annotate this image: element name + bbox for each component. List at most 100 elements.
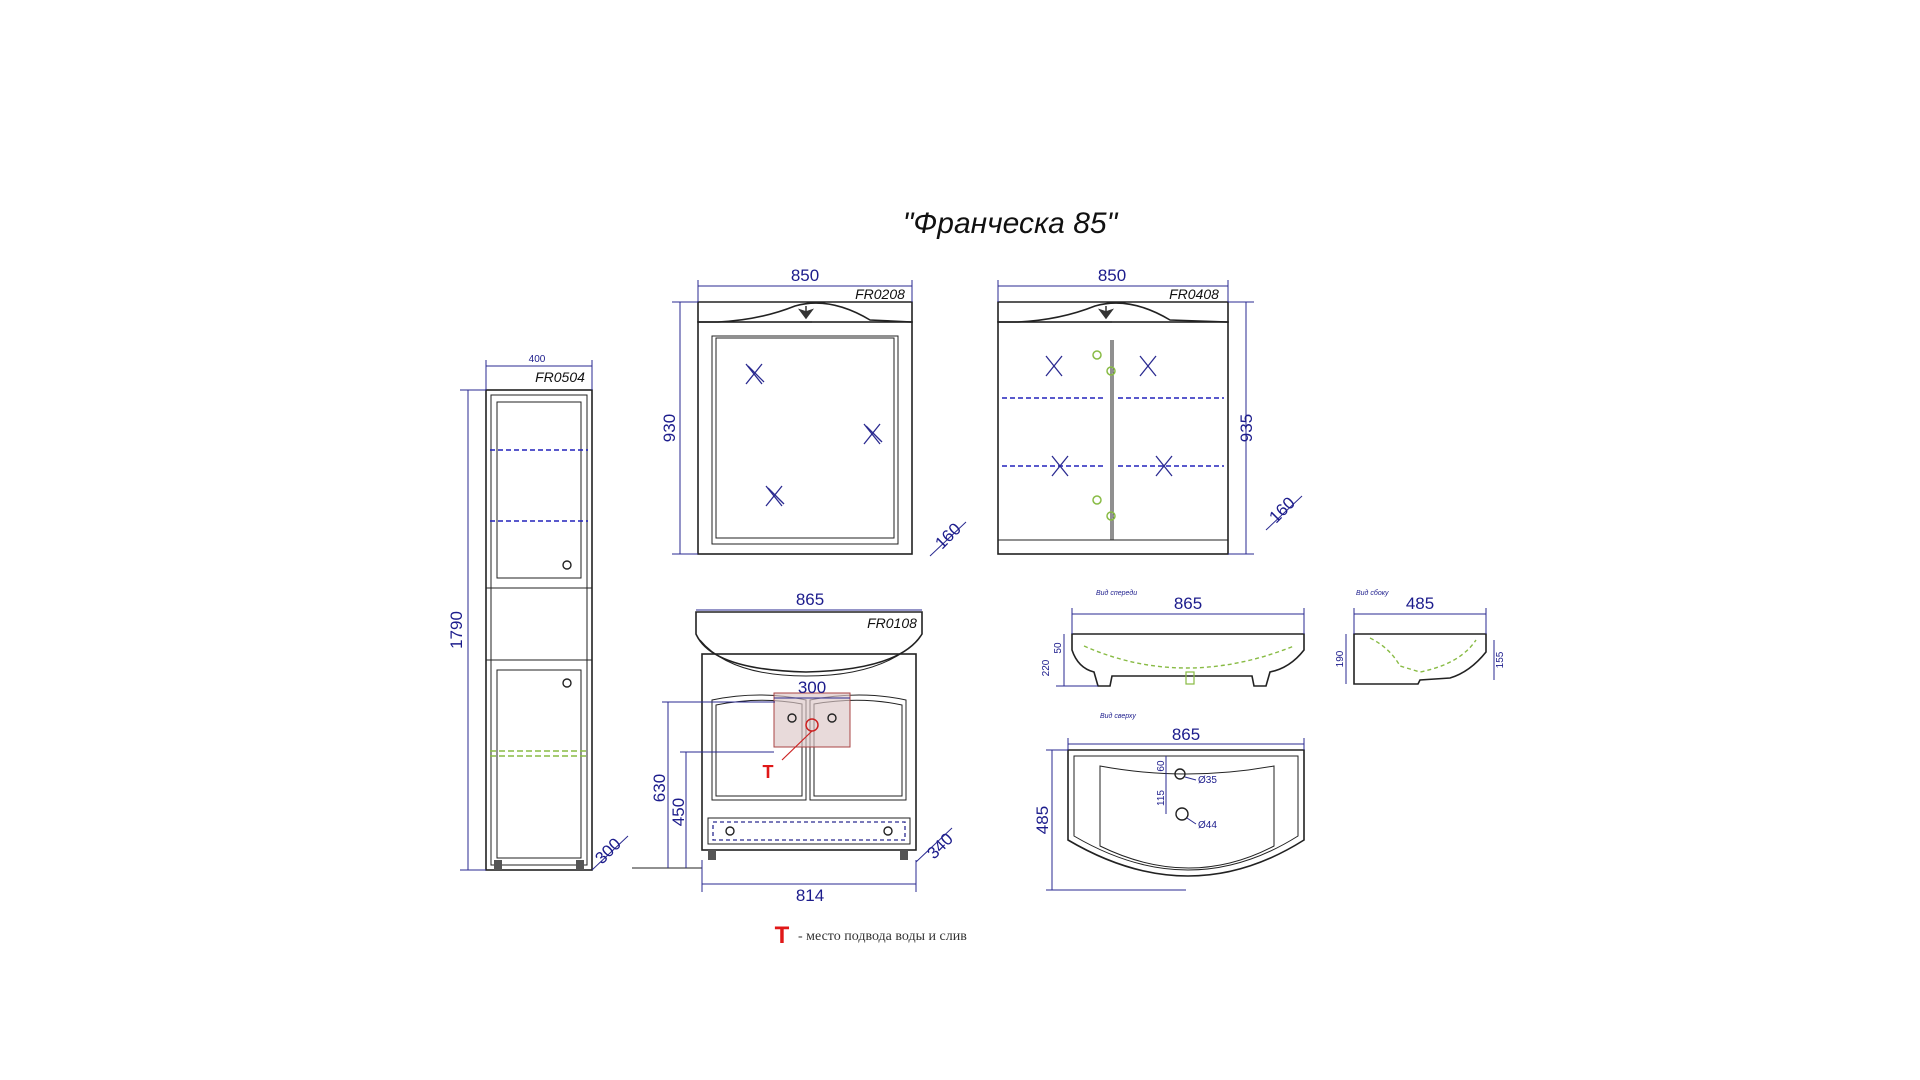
door-knob-icon: [787, 713, 797, 723]
door-knob-icon: [562, 560, 572, 570]
basin-top-depth: 485: [1033, 806, 1052, 834]
door-knob-icon: [827, 713, 837, 723]
supply-height: 450: [669, 798, 688, 826]
pencil-case-drawing: 400 FR0504 1790 300: [447, 354, 629, 871]
sparkle-icon: [745, 363, 765, 385]
pencil-case-inner-frame: [490, 394, 588, 866]
front-view-label: Вид спереди: [1096, 589, 1137, 597]
cabinet-crown: [997, 301, 1229, 323]
top-view-label: Вид сверху: [1100, 712, 1136, 720]
drain-hole-icon: [1175, 807, 1189, 821]
vanity-drawer: [707, 817, 911, 845]
vanity-height: 630: [650, 774, 669, 802]
drawing-title: "Франческа 85": [903, 207, 1119, 240]
cabinet-depth: 160: [1265, 493, 1298, 526]
mirror-width: 850: [791, 266, 819, 285]
leg-icon: [494, 860, 502, 870]
legend: T - место подвода воды и слив: [775, 922, 968, 949]
leader-line: [1184, 776, 1197, 781]
sparkle-icon: [1045, 355, 1063, 377]
pencil-case-body: [485, 389, 593, 871]
basin-side-dim-190: 190: [1335, 650, 1346, 667]
vanity-left-door-panel: [715, 699, 803, 797]
cabinet-body: [997, 321, 1229, 555]
door-knob-icon: [562, 678, 572, 688]
hinge-icon: [1106, 511, 1116, 521]
cabinet-code: FR0408: [1169, 286, 1219, 302]
supply-marker: T: [763, 762, 774, 782]
hinge-icon: [1106, 366, 1116, 376]
leg-icon: [576, 860, 584, 870]
cabinet-width: 850: [1098, 266, 1126, 285]
basin-top-width: 865: [1172, 725, 1200, 744]
door-knob-icon: [725, 826, 735, 836]
hinge-icon: [1092, 495, 1102, 505]
vanity-bottom-width: 814: [796, 886, 824, 905]
hinge-icon: [1092, 350, 1102, 360]
basin-side-dim-155: 155: [1495, 651, 1506, 668]
pencil-case-depth: 300: [591, 834, 624, 867]
basin-top-view: Вид сверху Ø35 Ø44 60 115 865 485: [1033, 712, 1305, 891]
dimension-line: [915, 827, 953, 863]
basin-top-dim-60: 60: [1156, 760, 1167, 772]
supply-zone-width: 300: [798, 678, 826, 697]
leg-icon: [708, 850, 716, 860]
cabinet-height: 935: [1237, 414, 1256, 442]
ornament-icon: [797, 306, 815, 323]
basin-bowl-hidden: [1083, 645, 1295, 669]
drawer-inner-outline: [712, 821, 906, 841]
basin-top-bowl: [1099, 765, 1275, 869]
sparkle-icon: [863, 423, 883, 445]
basin-front-shape: [1071, 633, 1305, 687]
ornament-icon: [1097, 306, 1115, 323]
sparkle-icon: [1155, 455, 1173, 477]
basin-front-dim-220: 220: [1041, 659, 1052, 676]
mirror-crown: [697, 301, 913, 323]
pencil-case-width: 400: [529, 354, 546, 365]
mirror-code: FR0208: [855, 286, 905, 302]
basin-front-width: 865: [1174, 594, 1202, 613]
mirror-drawing: 850 FR0208 930 160: [660, 266, 967, 557]
pencil-case-code: FR0504: [535, 369, 585, 385]
basin-front-view: Вид спереди 865 50 220: [1041, 589, 1305, 687]
door-knob-icon: [883, 826, 893, 836]
dimension-line: [591, 835, 629, 871]
water-supply-zone: [773, 692, 851, 748]
legend-text: - место подвода воды и слив: [798, 929, 967, 944]
mirror-frame: [697, 321, 913, 555]
basin-side-depth: 485: [1406, 594, 1434, 613]
sparkle-icon: [765, 485, 785, 507]
basin-side-view: Вид сбоку 485 190 155: [1335, 589, 1506, 685]
basin-top-rim: [1073, 755, 1299, 871]
tap-hole-size: Ø35: [1198, 775, 1217, 786]
sparkle-icon: [1051, 455, 1069, 477]
mirror-glass: [715, 337, 895, 539]
basin-side-shape: [1353, 633, 1487, 685]
tap-hole-icon: [1174, 768, 1186, 780]
drain-hole-size: Ø44: [1198, 820, 1217, 831]
vanity-depth: 340: [923, 829, 956, 862]
basin-front-dim-50: 50: [1053, 642, 1064, 654]
basin-curve: [699, 639, 919, 677]
pencil-case-height: 1790: [447, 611, 466, 649]
leg-icon: [900, 850, 908, 860]
leader-line: [781, 730, 813, 761]
legend-marker: T: [775, 922, 790, 949]
dimension-line: [929, 521, 967, 557]
vanity-code: FR0108: [867, 615, 917, 631]
basin-top-dim-115: 115: [1156, 790, 1167, 806]
pencil-case-upper-door: [496, 401, 582, 579]
mirror-depth: 160: [931, 519, 964, 552]
basin-top-shape: [1067, 749, 1305, 877]
mirror-inner-frame: [711, 335, 899, 545]
side-view-label: Вид сбоку: [1356, 589, 1389, 597]
vanity-top-width: 865: [796, 590, 824, 609]
dimension-line: [1265, 495, 1303, 531]
drain-hidden: [1185, 671, 1195, 685]
mirror-cabinet-drawing: 850 FR0408 935 160: [997, 266, 1303, 555]
leader-line: [1186, 817, 1197, 825]
sparkle-icon: [1139, 355, 1157, 377]
basin-side-hidden: [1369, 637, 1477, 673]
mirror-height: 930: [660, 414, 679, 442]
